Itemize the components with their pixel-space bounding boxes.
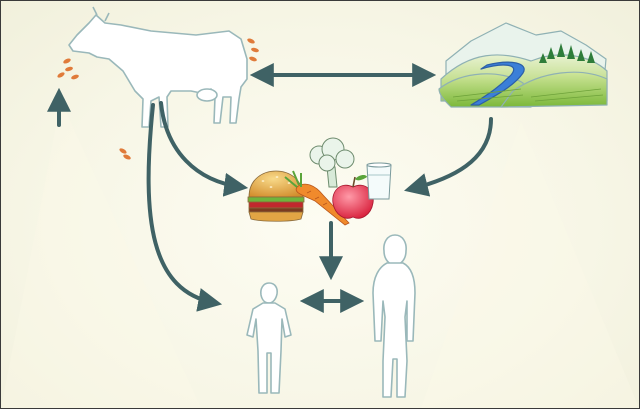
- arrow-cow-child: [146, 103, 223, 312]
- broccoli-icon: [309, 137, 355, 188]
- apple-icon: [332, 175, 374, 219]
- background-light-beams: [1, 101, 639, 408]
- landscape-icon: [438, 22, 608, 108]
- arrow-landscape-food: [404, 117, 493, 197]
- carrot-icon: [284, 170, 350, 226]
- pathogen-particles: [57, 38, 259, 160]
- child-silhouette-icon: [246, 282, 292, 394]
- flow-arrows: [47, 63, 493, 313]
- adult-silhouette-icon: [372, 234, 416, 398]
- arrow-cow-food: [159, 101, 249, 197]
- food-group-icon: [247, 137, 392, 226]
- cow-icon: [68, 6, 248, 128]
- water-glass-icon: [366, 162, 392, 200]
